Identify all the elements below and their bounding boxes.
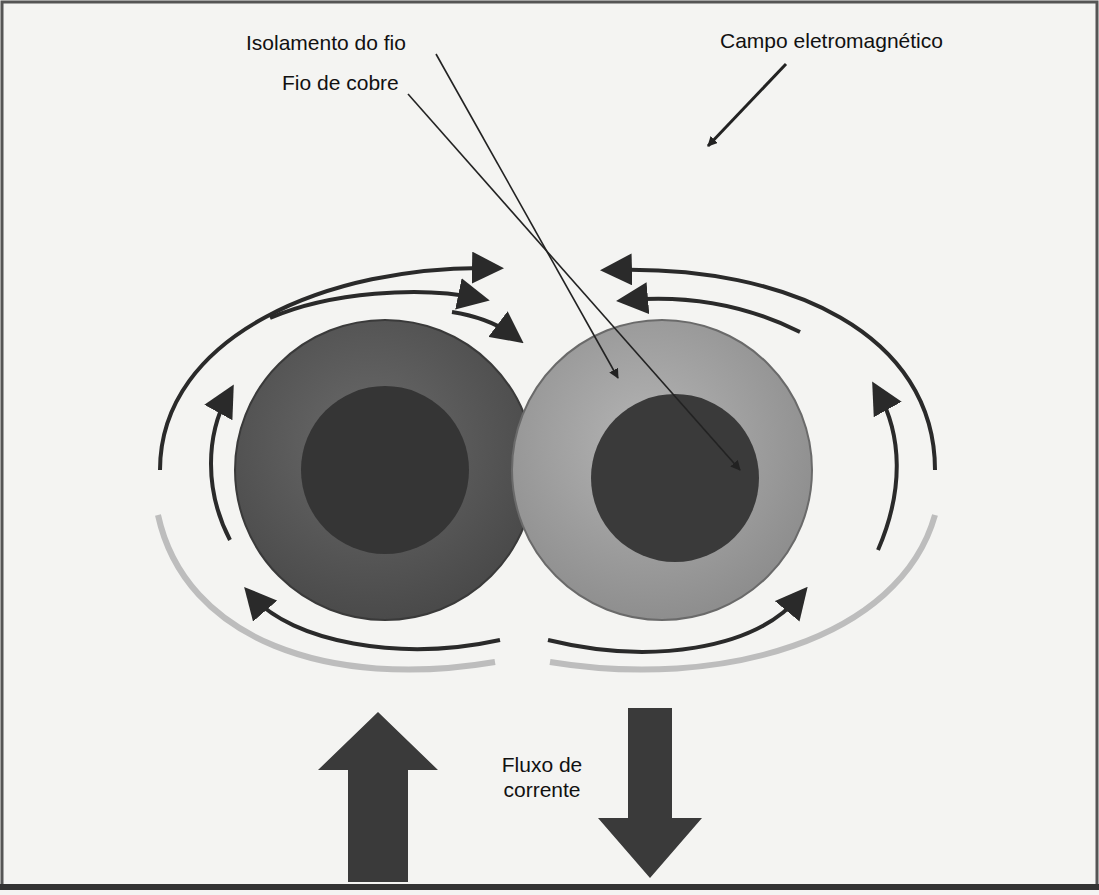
leader-line	[408, 94, 740, 470]
field-arrows	[160, 268, 935, 652]
copper-core-left	[301, 386, 469, 554]
insulation-right	[512, 320, 812, 620]
insulation-left	[235, 320, 535, 620]
part-label: Isolamento do fio	[246, 30, 406, 55]
flow-label: Fluxo de corrente	[482, 752, 602, 802]
leader-line	[436, 54, 618, 378]
frame-bottom	[0, 884, 1099, 890]
current-arrow-down	[598, 708, 702, 878]
part-label: Campo eletromagnético	[720, 28, 943, 53]
copper-core-right	[591, 394, 759, 562]
leader-arrow	[708, 64, 786, 146]
part-label: Fio de cobre	[282, 70, 399, 95]
current-arrow-up	[318, 712, 438, 882]
